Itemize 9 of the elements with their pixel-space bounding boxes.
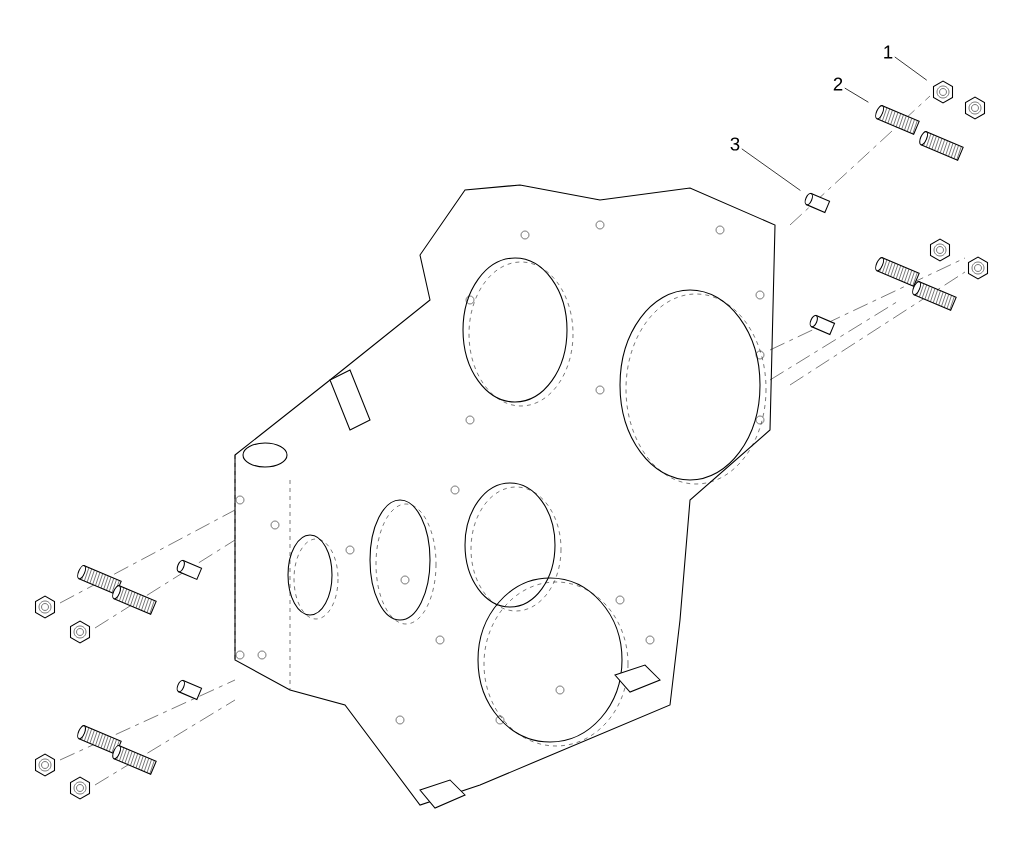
callout-number: 2	[833, 77, 843, 91]
leader-line	[894, 56, 928, 81]
stud-drawing	[875, 105, 920, 135]
pin-drawing	[804, 192, 831, 214]
callout-number: 3	[730, 137, 740, 151]
nut-drawing	[932, 80, 954, 104]
callout-number: 1	[884, 45, 893, 59]
leader-line	[844, 87, 869, 103]
leader-line	[741, 148, 801, 191]
